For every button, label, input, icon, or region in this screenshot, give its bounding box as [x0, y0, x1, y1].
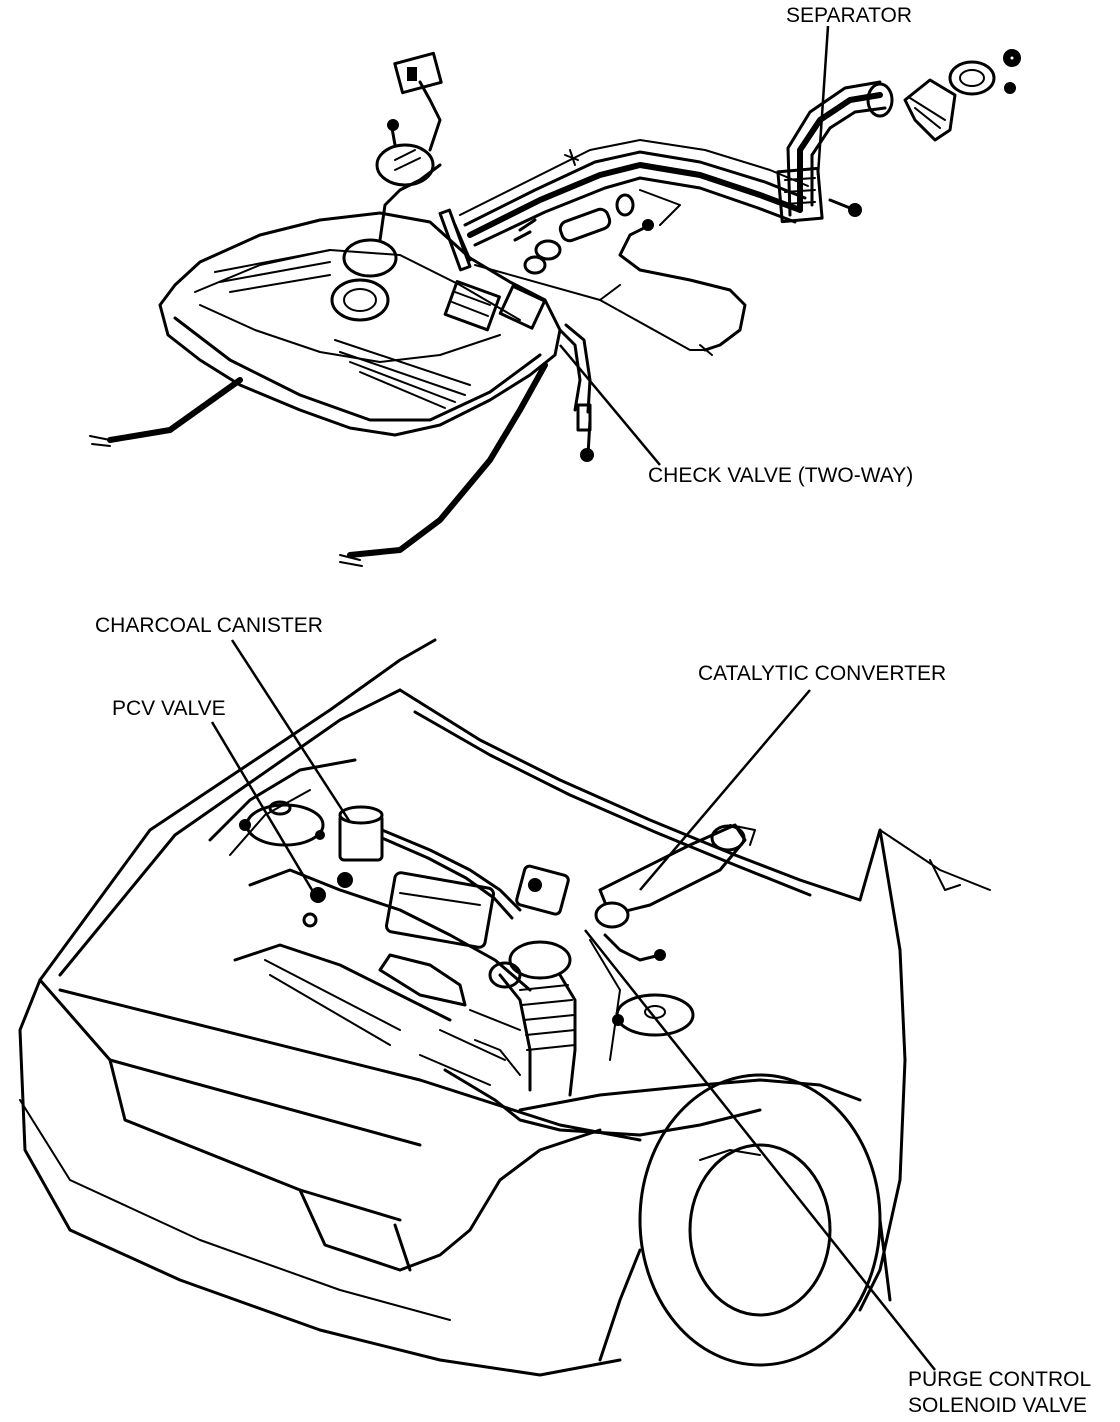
car-front-view	[18, 638, 991, 1377]
label-pcv-valve: PCV VALVE	[112, 697, 226, 720]
label-purge-control-line1: PURGE CONTROL	[908, 1368, 1092, 1391]
fuel-tank-assembly	[89, 25, 1021, 567]
label-catalytic-converter: CATALYTIC CONVERTER	[698, 662, 947, 685]
label-purge-control-line2: SOLENOID VALVE	[908, 1394, 1087, 1417]
label-check-valve: CHECK VALVE (TWO-WAY)	[648, 464, 914, 487]
label-separator: SEPARATOR	[786, 4, 913, 27]
label-charcoal-canister: CHARCOAL CANISTER	[95, 614, 323, 637]
